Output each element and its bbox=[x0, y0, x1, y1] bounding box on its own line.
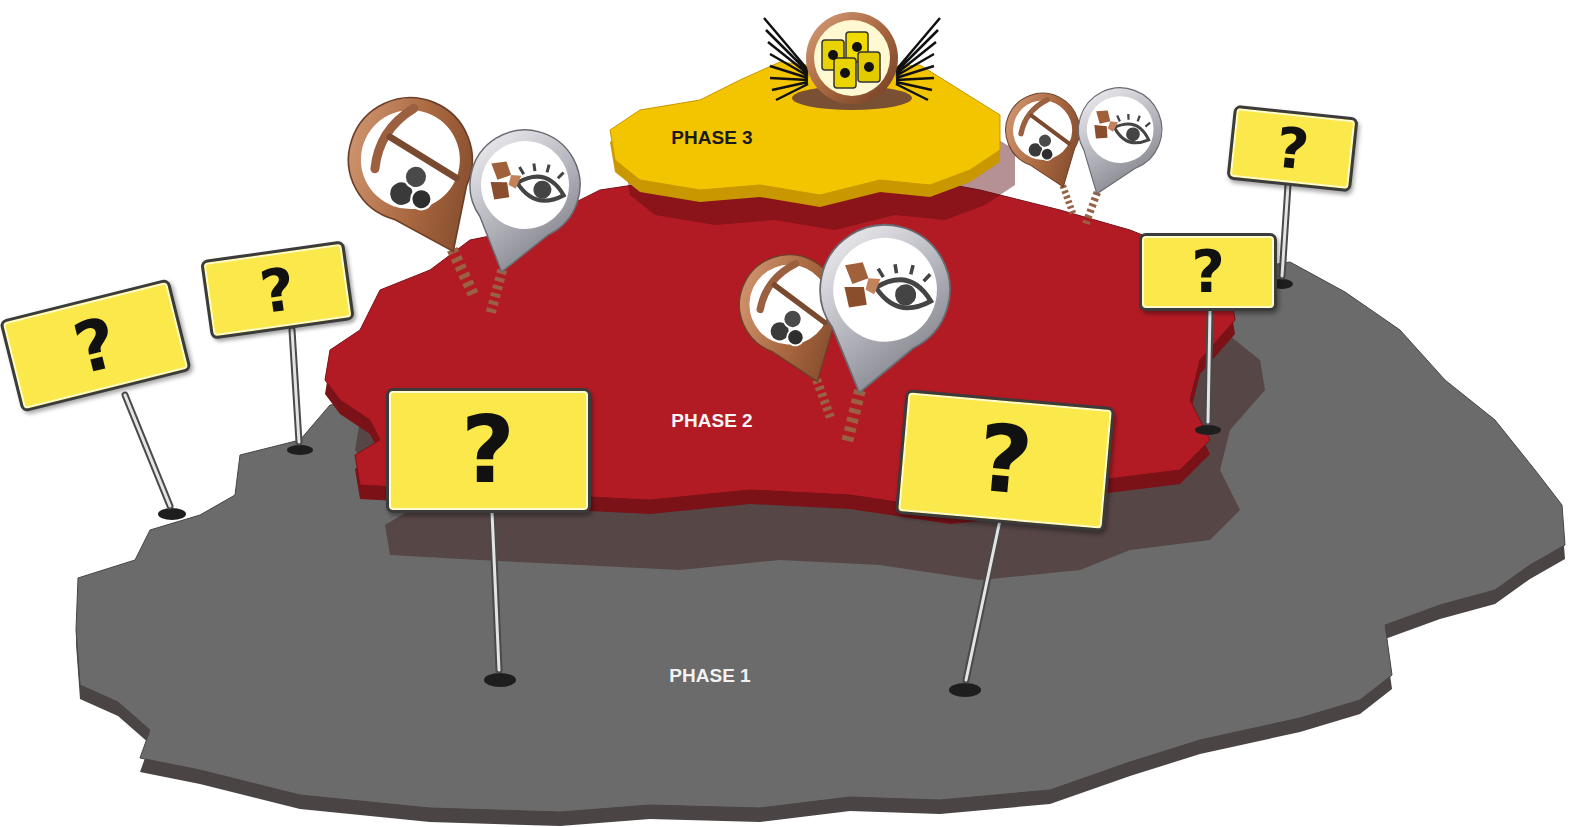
question-sign: ? bbox=[1226, 104, 1358, 192]
phase-label: PHASE 2 bbox=[671, 410, 752, 432]
phase-label: PHASE 3 bbox=[671, 127, 752, 149]
question-mark: ? bbox=[1273, 118, 1311, 177]
question-sign: ? bbox=[200, 240, 355, 339]
question-sign: ? bbox=[0, 278, 191, 413]
question-sign: ? bbox=[1139, 233, 1277, 311]
phase-map-layer: PHASE 3 bbox=[600, 55, 1010, 205]
question-mark: ? bbox=[256, 258, 298, 321]
question-sign: ? bbox=[895, 389, 1115, 532]
map-shape bbox=[600, 55, 1010, 205]
question-mark: ? bbox=[974, 411, 1036, 508]
map-surface bbox=[610, 62, 1000, 195]
phase-label: PHASE 1 bbox=[669, 665, 750, 687]
question-mark: ? bbox=[461, 404, 515, 497]
question-mark: ? bbox=[1191, 243, 1225, 301]
phase-map-layer: PHASE 3PHASE 2PHASE 1 bbox=[70, 250, 1570, 827]
question-sign: ? bbox=[386, 388, 591, 513]
question-mark: ? bbox=[67, 306, 123, 384]
